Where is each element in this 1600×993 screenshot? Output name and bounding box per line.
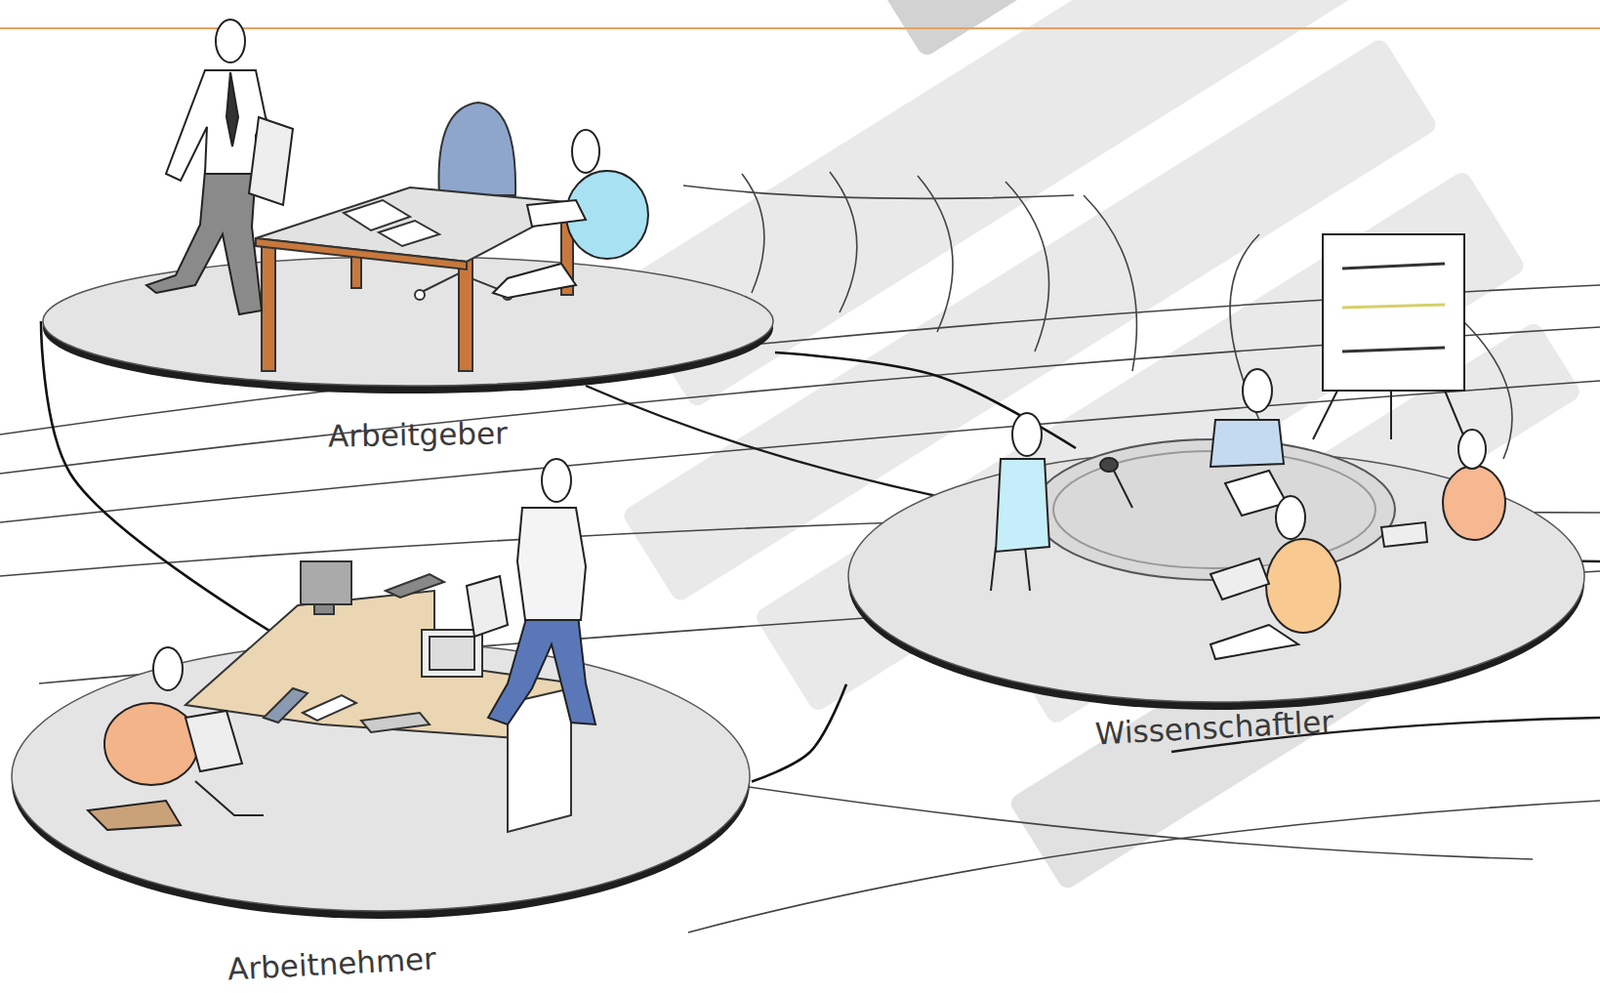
platform-shape	[41, 254, 776, 400]
walking-worker	[541, 458, 572, 502]
network-lines	[1464, 322, 1513, 459]
seated-person	[527, 200, 586, 227]
network-lines	[741, 785, 1533, 860]
flipchart	[1342, 263, 1445, 269]
platform-top	[11, 641, 750, 911]
platform-node: Wissenschaftler	[846, 448, 1587, 751]
office-desk	[385, 574, 445, 598]
office-table	[343, 200, 411, 231]
top-rule	[0, 27, 1600, 30]
standing-boss	[215, 19, 246, 63]
office-desk	[314, 604, 334, 615]
walking-worker	[466, 575, 508, 637]
network-lines	[688, 800, 1600, 933]
platform-top	[42, 256, 774, 386]
network-connector	[751, 684, 847, 782]
network-lines	[917, 175, 953, 332]
flipchart	[1312, 234, 1470, 450]
office-table	[255, 187, 578, 262]
network-lines	[1083, 195, 1137, 371]
researcher-right	[1458, 429, 1486, 469]
sweep-lines	[585, 385, 1600, 752]
flipchart	[1342, 304, 1445, 308]
flipchart	[1312, 390, 1470, 450]
seated-person	[572, 129, 600, 173]
platform-shape	[846, 448, 1587, 716]
seated-person	[566, 170, 649, 259]
office-desk	[300, 561, 352, 605]
standing-boss	[165, 70, 284, 181]
platform-label: Arbeitgeber	[50, 410, 786, 458]
standing-boss	[226, 72, 239, 147]
blue-chair	[439, 102, 517, 196]
network-lines	[829, 171, 858, 313]
researcher-back	[1242, 369, 1272, 412]
researcher-left	[1012, 412, 1042, 456]
platform-label: Arbeitnehmer	[0, 926, 703, 993]
platform-top	[848, 450, 1585, 702]
office-table	[378, 220, 440, 247]
flipchart	[1342, 347, 1445, 352]
walking-worker	[517, 507, 586, 620]
network-lines	[1005, 181, 1050, 352]
standing-boss	[248, 117, 293, 206]
flipchart	[1322, 234, 1465, 391]
network-connector	[775, 352, 1076, 449]
network-lines	[741, 173, 765, 293]
network-lines	[0, 171, 1600, 933]
platform-node: Arbeitgeber	[41, 254, 776, 451]
platform-shape	[9, 639, 752, 925]
platform-node: Arbeitnehmer	[9, 639, 752, 986]
network-lines	[1230, 234, 1260, 420]
